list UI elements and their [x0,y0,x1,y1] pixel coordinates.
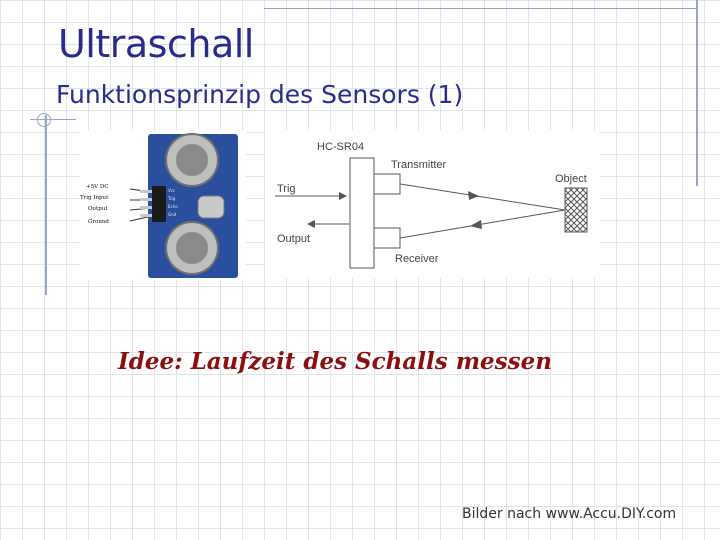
header-label-trig: Trig [167,196,176,201]
decor-line-top [264,8,696,9]
decor-circle-icon [37,113,51,127]
header-label-gnd: Gnd [168,212,177,217]
receiver-label: Receiver [395,253,439,265]
image-credit: Bilder nach www.Accu.DIY.com [462,506,677,522]
receiver-box [373,227,401,249]
decor-line-right [696,0,698,186]
slide-subtitle: Funktionsprinzip des Sensors (1) [56,80,464,109]
idea-statement: Idee: Laufzeit des Schalls messen [118,348,552,375]
transmit-wave-line [399,183,566,211]
pin-label-ground: Ground [88,219,109,225]
output-label: Output [277,233,310,245]
transmitter-box [373,173,401,195]
crystal [197,195,225,219]
transmitter-label: Transmitter [391,159,447,171]
pin-label-trig: Trig Input [80,195,109,201]
echo-arrowhead-icon [470,220,482,229]
decor-line-left [45,115,47,295]
slide-title: Ultraschall [58,22,254,66]
header-label-vcc: Vcc [168,188,175,193]
trig-label: Trig [277,183,296,195]
pin-label-output: Output [88,206,108,212]
object-target [564,187,588,233]
transducer-top-mesh [176,144,208,176]
principle-diagram-svg: HC-SR04 Transmitter Receiver Object Trig… [275,141,588,269]
pin-header [152,186,166,222]
module-label: HC-SR04 [317,141,364,153]
output-arrowhead-icon [307,220,315,228]
sensor-photo: +5V DC Trig Input Output Ground Vcc Trig… [80,130,246,280]
decor-line-horizontal [30,119,76,120]
object-label: Object [555,173,587,185]
trig-arrowhead-icon [339,192,347,200]
module-body [349,157,375,269]
header-label-echo: Echo [168,204,178,209]
pin-label-vcc: +5V DC [86,184,108,190]
echo-wave-line [399,209,566,239]
transmit-arrowhead-icon [468,191,479,200]
principle-diagram: HC-SR04 Transmitter Receiver Object Trig… [265,130,600,278]
transducer-bottom-mesh [176,232,208,264]
sensor-module-illustration: +5V DC Trig Input Output Ground Vcc Trig… [80,133,238,278]
